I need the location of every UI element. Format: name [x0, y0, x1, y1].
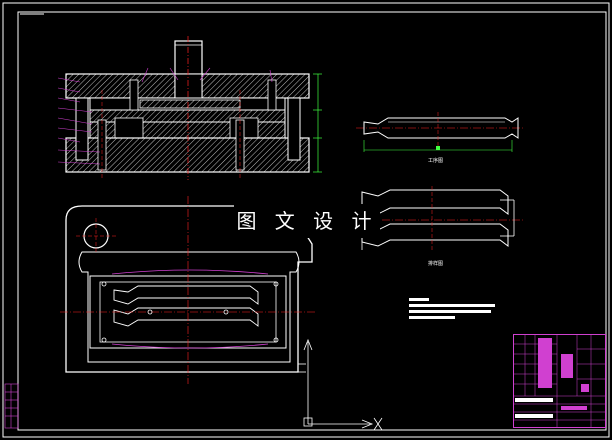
title-block [513, 334, 606, 428]
guide-post-left [75, 97, 89, 161]
die-assembly-section [57, 36, 322, 180]
layout-view-label: 排样图 [428, 261, 444, 267]
process-view [356, 112, 524, 152]
tech-note-line [409, 316, 455, 319]
die-plan-view [60, 196, 316, 384]
guide-post-right [287, 97, 301, 161]
inner-frame [17, 11, 607, 431]
ucs-axis-icon [303, 338, 383, 431]
layout-view [356, 186, 524, 250]
revision-strip [4, 383, 19, 429]
process-view-label: 工序图 [428, 158, 444, 164]
tech-note-line [409, 304, 495, 307]
tech-note-line [409, 298, 429, 301]
die-plate [65, 137, 310, 173]
tech-note-line [409, 310, 491, 313]
watermark-text: 图 文 设 计 [234, 204, 380, 238]
